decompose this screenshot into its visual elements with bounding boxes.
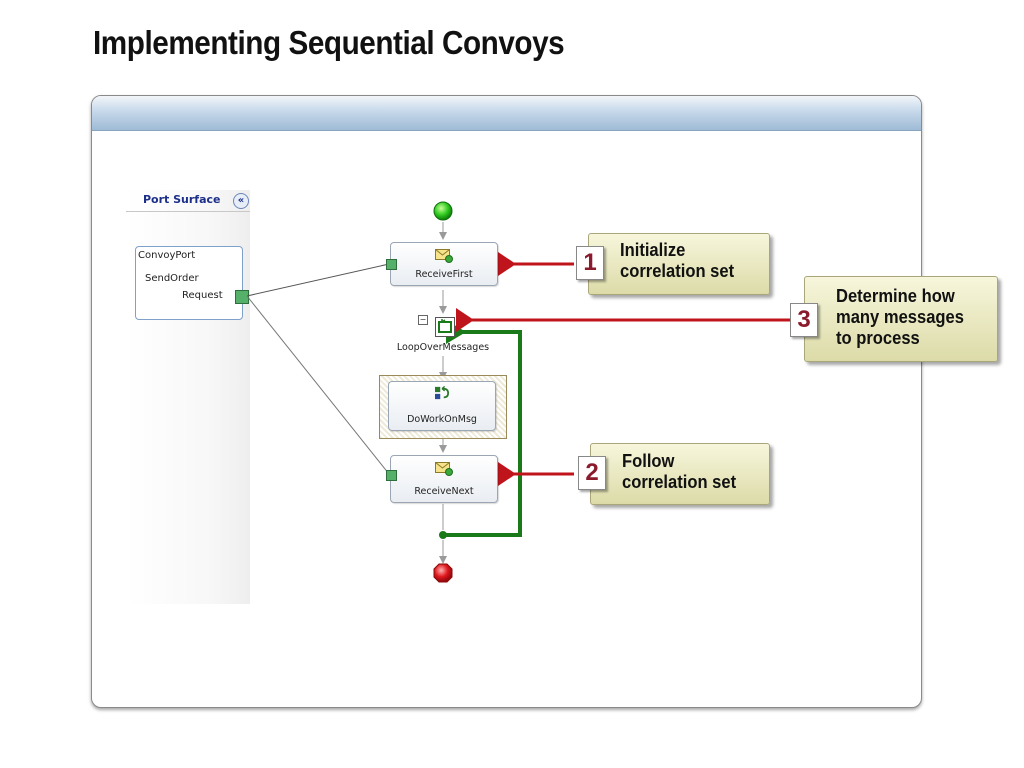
- port-message: Request: [182, 290, 223, 301]
- callout-3-text: Determine how many messages to process: [836, 286, 964, 348]
- callout-3-number: 3: [790, 303, 818, 337]
- receive-first-port-connector[interactable]: [386, 259, 397, 270]
- slide-title: Implementing Sequential Convoys: [93, 24, 565, 61]
- callout-2-text: Follow correlation set: [622, 451, 737, 492]
- callout-1-text: Initialize correlation set: [620, 240, 735, 281]
- end-shape-icon: [433, 563, 453, 583]
- port-operation: SendOrder: [145, 273, 199, 284]
- receive-message-icon: [435, 249, 453, 263]
- receive-next-label: ReceiveNext: [414, 486, 474, 497]
- loop-label: LoopOverMessages: [396, 342, 490, 353]
- collapse-chevron-icon[interactable]: «: [233, 193, 249, 209]
- convoy-port[interactable]: [135, 246, 243, 320]
- loop-collapse-icon[interactable]: −: [418, 315, 428, 325]
- receive-next-shape[interactable]: ReceiveNext: [390, 455, 498, 503]
- start-shape-icon: [433, 201, 453, 221]
- receive-first-label: ReceiveFirst: [415, 269, 473, 280]
- callout-2-number: 2: [578, 456, 606, 490]
- receive-message-icon: [435, 462, 453, 476]
- do-work-label: DoWorkOnMsg: [407, 414, 477, 425]
- loop-icon[interactable]: [435, 317, 455, 337]
- call-orchestration-icon: [435, 386, 450, 400]
- port-surface-divider: [126, 211, 250, 212]
- callout-2: [590, 443, 770, 505]
- receive-next-port-connector[interactable]: [386, 470, 397, 481]
- port-connector-icon[interactable]: [235, 290, 249, 304]
- panel-header-bar: [92, 96, 921, 131]
- port-name: ConvoyPort: [138, 250, 196, 261]
- receive-first-shape[interactable]: ReceiveFirst: [390, 242, 498, 286]
- port-surface-title: Port Surface: [143, 193, 221, 206]
- callout-1-number: 1: [576, 246, 604, 280]
- callout-1: [588, 233, 770, 295]
- do-work-shape[interactable]: DoWorkOnMsg: [388, 381, 496, 431]
